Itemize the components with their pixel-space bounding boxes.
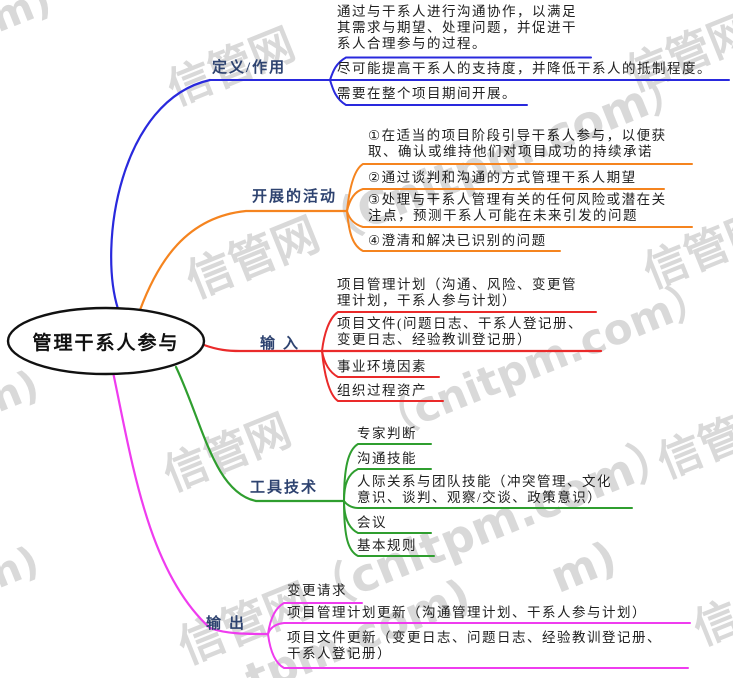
leaf-node[interactable]: 通过与干系人进行沟通协作，以满足 其需求与期望、处理问题，并促进干 系人合理参与… (337, 4, 577, 51)
leaf-node[interactable]: 专家判断 (357, 426, 417, 441)
branch-connector-definition (110, 56, 730, 311)
branch-label-definition[interactable]: 定义/作用 (212, 60, 287, 76)
leaf-node[interactable]: 人际关系与团队技能（冲突管理、文化 意识、谈判、观察/交谈、政策意识） (357, 474, 612, 505)
branch-label-inputs[interactable]: 输入 (260, 336, 307, 352)
branch-connector-outputs (111, 370, 691, 669)
leaf-node[interactable]: ①在适当的项目阶段引导干系人参与，以便获 取、确认或维持他们对项目成功的持续承诺 (368, 128, 667, 159)
leaf-node[interactable]: ②通过谈判和沟通的方式管理干系人期望 (368, 170, 637, 185)
leaf-node[interactable]: ③处理与干系人管理有关的任何风险或潜在关 注点，预测干系人可能在未来引发的问题 (368, 192, 667, 223)
branch-label-outputs[interactable]: 输出 (206, 616, 253, 632)
central-topic[interactable]: 管理干系人参与 (32, 332, 180, 354)
leaf-node[interactable]: 基本规则 (357, 538, 417, 553)
leaf-node[interactable]: 事业环境因素 (337, 359, 427, 374)
leaf-node[interactable]: 项目文件更新（变更日志、问题日志、经验教训登记册、 干系人登记册） (287, 630, 662, 661)
branch-label-tools[interactable]: 工具技术 (250, 480, 319, 496)
branch-connector-inputs (202, 311, 603, 402)
leaf-node[interactable]: 变更请求 (287, 583, 347, 598)
leaf-node[interactable]: 项目文件(问题日志、干系人登记册、 变更日志、经验教训登记册） (337, 316, 583, 347)
central-topic-shape (6, 306, 206, 376)
branch-label-activities[interactable]: 开展的活动 (252, 189, 338, 205)
leaf-node[interactable]: 会议 (357, 515, 387, 530)
branch-connector-activities (138, 163, 693, 312)
leaf-node[interactable]: ④澄清和解决已识别的问题 (368, 233, 547, 248)
branch-connector-tools (174, 365, 633, 557)
leaf-node[interactable]: 沟通技能 (357, 451, 417, 466)
leaf-node[interactable]: 项目管理计划（沟通、风险、变更管 理计划，干系人参与计划） (337, 277, 577, 308)
leaf-node[interactable]: 需要在整个项目期间开展。 (337, 86, 517, 101)
leaf-node[interactable]: 组织过程资产 (337, 383, 427, 398)
leaf-node[interactable]: 尽可能提高干系人的支持度，并降低干系人的抵制程度。 (337, 61, 712, 76)
leaf-node[interactable]: 项目管理计划更新（沟通管理计划、干系人参与计划） (287, 605, 647, 620)
